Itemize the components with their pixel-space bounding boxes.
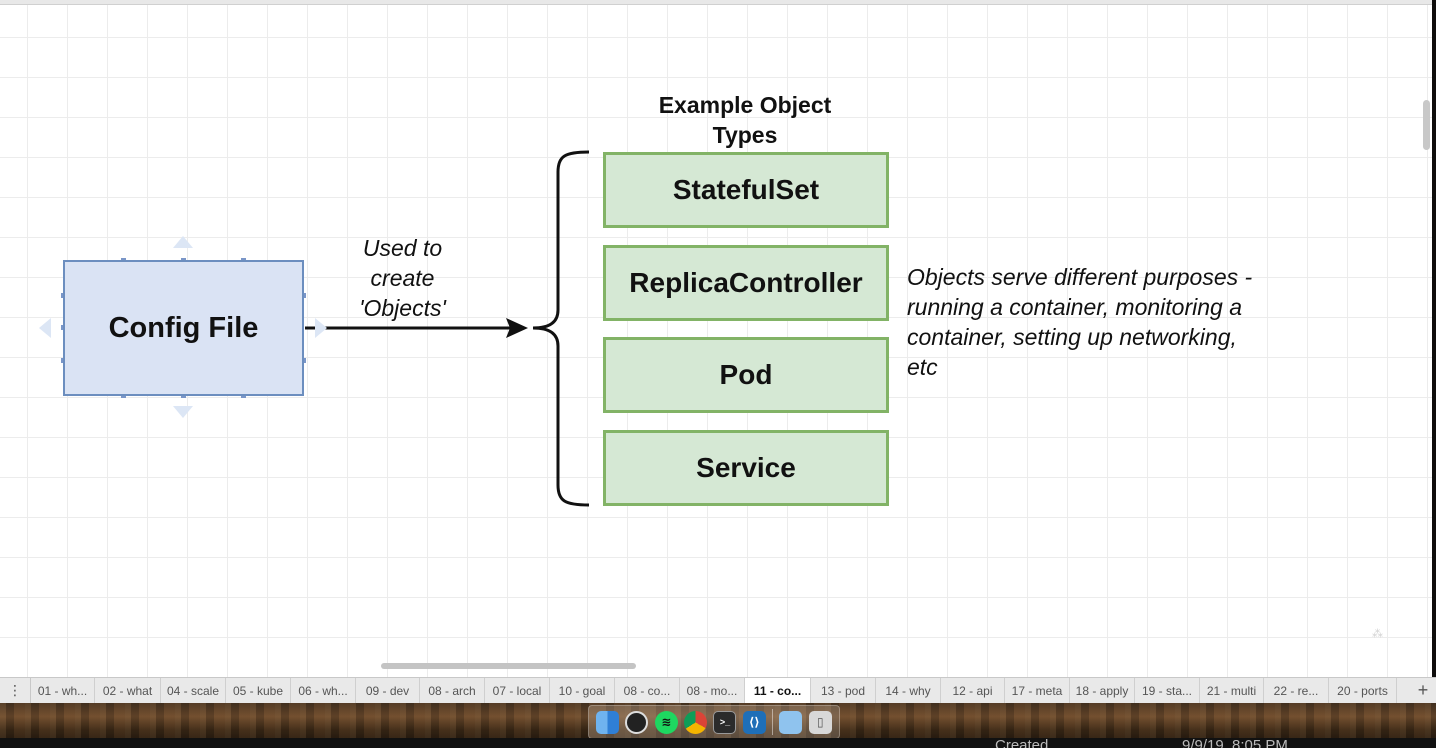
tab-01-wh[interactable]: 01 - wh... — [31, 678, 95, 703]
vscode-icon[interactable]: ⟨⟩ — [742, 710, 766, 734]
description-line: etc — [907, 354, 938, 380]
create-arrow-head — [506, 318, 528, 338]
macos-dock: ≋ >_ ⟨⟩ ▯ — [588, 705, 840, 739]
replicacontroller-label: ReplicaController — [629, 267, 863, 298]
arrow-label-line: create — [370, 265, 435, 291]
statefulset-box[interactable]: StatefulSet — [603, 152, 889, 228]
canvas-top-edge — [0, 0, 1432, 5]
tab-22-re[interactable]: 22 - re... — [1264, 678, 1329, 703]
tab-18-apply[interactable]: 18 - apply — [1070, 678, 1135, 703]
tab-06-wh[interactable]: 06 - wh... — [291, 678, 356, 703]
spotify-icon[interactable]: ≋ — [654, 710, 678, 734]
tab-05-kube[interactable]: 05 - kube — [226, 678, 291, 703]
header-line: Example Object — [658, 92, 832, 118]
description-line: Objects serve different purposes - — [907, 264, 1253, 290]
object-types-brace — [532, 150, 590, 507]
tab-12-api[interactable]: 12 - api — [941, 678, 1005, 703]
tab-08-arch[interactable]: 08 - arch — [420, 678, 485, 703]
vertical-ellipsis-icon[interactable]: ⋮ — [0, 678, 31, 703]
tab-21-multi[interactable]: 21 - multi — [1200, 678, 1264, 703]
finder-icon[interactable] — [596, 710, 620, 734]
chrome-icon[interactable] — [684, 710, 708, 734]
tab-07-local[interactable]: 07 - local — [485, 678, 550, 703]
tab-04-scale[interactable]: 04 - scale — [161, 678, 226, 703]
trash-icon[interactable]: ▯ — [808, 710, 832, 734]
arrow-label[interactable]: Used to create 'Objects' — [330, 233, 475, 323]
finder-created-label: Created — [995, 737, 1049, 748]
tab-08-mo[interactable]: 08 - mo... — [680, 678, 745, 703]
tab-09-dev[interactable]: 09 - dev — [356, 678, 420, 703]
service-box[interactable]: Service — [603, 430, 889, 506]
vertical-scrollbar[interactable] — [1423, 100, 1430, 150]
obs-icon[interactable] — [625, 710, 649, 734]
config-file-box[interactable]: Config File — [63, 260, 304, 396]
plus-icon[interactable]: + — [1417, 680, 1429, 700]
replicacontroller-box[interactable]: ReplicaController — [603, 245, 889, 321]
description-text[interactable]: Objects serve different purposes - runni… — [907, 262, 1327, 382]
diagram-canvas[interactable]: Config File Used to create 'Objects' Exa… — [0, 0, 1432, 677]
dock-separator — [772, 709, 774, 735]
udemy-watermark-icon: ⁂ — [1372, 628, 1383, 640]
finder-status-strip — [0, 738, 1436, 748]
service-label: Service — [696, 452, 796, 483]
tab-13-pod[interactable]: 13 - pod — [811, 678, 876, 703]
connection-hint-arrows — [39, 236, 327, 418]
finder-created-value: 9/9/19, 8:05 PM — [1182, 737, 1288, 748]
object-types-header[interactable]: Example Object Types — [620, 90, 870, 150]
horizontal-scrollbar[interactable] — [381, 663, 636, 669]
description-line: container, setting up networking, — [907, 324, 1237, 350]
page-tab-bar: ⋮ 01 - wh... 02 - what 04 - scale 05 - k… — [0, 677, 1436, 703]
tab-11-co[interactable]: 11 - co... — [745, 678, 811, 703]
header-line: Types — [712, 122, 778, 148]
arrow-label-line: 'Objects' — [359, 295, 446, 321]
terminal-icon[interactable]: >_ — [713, 710, 737, 734]
arrow-label-line: Used to — [362, 235, 443, 261]
statefulset-label: StatefulSet — [672, 174, 820, 205]
tab-20-ports[interactable]: 20 - ports — [1329, 678, 1397, 703]
tab-17-meta[interactable]: 17 - meta — [1005, 678, 1070, 703]
pod-box[interactable]: Pod — [603, 337, 889, 413]
tab-08-co[interactable]: 08 - co... — [615, 678, 680, 703]
folder-icon[interactable] — [779, 710, 803, 734]
tab-14-why[interactable]: 14 - why — [876, 678, 941, 703]
tab-02-what[interactable]: 02 - what — [95, 678, 161, 703]
pod-label: Pod — [719, 359, 773, 390]
description-line: running a container, monitoring a — [907, 294, 1242, 320]
config-file-label: Config File — [108, 311, 259, 344]
tab-10-goal[interactable]: 10 - goal — [550, 678, 615, 703]
tab-19-sta[interactable]: 19 - sta... — [1135, 678, 1200, 703]
